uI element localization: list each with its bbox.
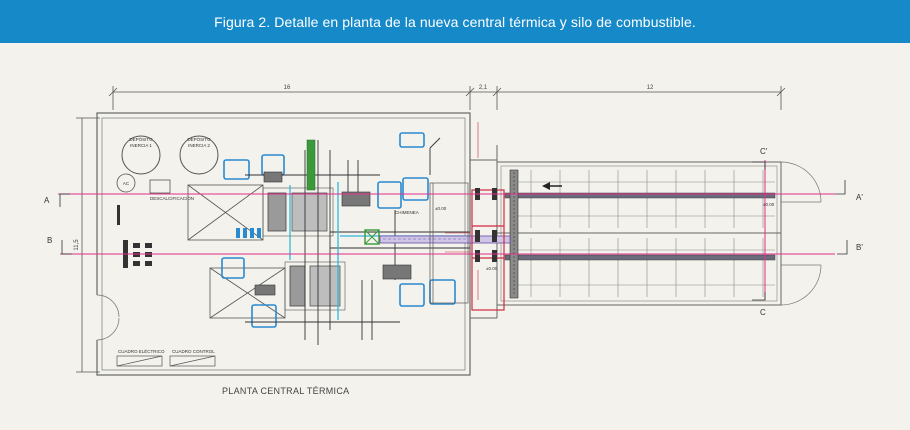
cuadro-control-label: CUADRO CONTROL: [172, 349, 215, 354]
level-right: ±0.00: [763, 202, 775, 207]
dim-label-2-1: 2,1: [479, 85, 488, 91]
level-left-upper: ±0.00: [435, 206, 447, 211]
section-mark-c-bottom: C: [760, 308, 766, 317]
chimney-structure: [429, 182, 469, 304]
section-mark-a-prime: A': [856, 193, 863, 202]
silo-right-doors: [780, 161, 822, 306]
deposito-2-label-line2: INERCIA 2: [188, 143, 210, 148]
dim-label-12: 12: [647, 85, 654, 91]
small-dim-markers: [445, 122, 479, 300]
deposito-inercia-2: [179, 135, 219, 175]
section-mark-b: B: [47, 236, 52, 245]
plant-building-outline: [96, 112, 471, 376]
ac-label: AC: [123, 181, 130, 186]
silo-compartments: [512, 170, 775, 297]
floor-plan-svg: 16 2,1 12 11,5: [44, 85, 863, 396]
boiler-lower: [209, 261, 346, 319]
chimenea-label: CHIMENEA: [395, 210, 419, 215]
cuadro-electrico-box: [116, 355, 163, 367]
ac-unit: [116, 173, 136, 193]
top-dimension-lines: [76, 86, 786, 373]
deposito-1-label-line1: DEPÓSITO: [129, 136, 153, 142]
plan-title: PLANTA CENTRAL TÉRMICA: [222, 386, 349, 396]
section-mark-b-prime: B': [856, 243, 863, 252]
descalcificador: [149, 179, 171, 194]
silo-flow-arrow: [542, 182, 562, 190]
level-left-lower: ±0.00: [486, 266, 498, 271]
pump-group-left: [117, 205, 152, 268]
cuadro-control-box: [169, 355, 216, 367]
electrical-panels: [116, 355, 216, 367]
descalcificacion-label: DESCALCIFICACIÓN: [150, 195, 194, 201]
blue-fittings: [236, 228, 261, 238]
green-flue: [306, 139, 380, 245]
silo-augers: [504, 169, 776, 299]
connection-flanges: [475, 188, 497, 262]
hydraulic-piping: [245, 137, 470, 345]
figure-caption-bar: Figura 2. Detalle en planta de la nueva …: [0, 0, 910, 43]
cuadro-electrico-label: CUADRO ELÉCTRICO: [118, 348, 165, 354]
floor-plan-drawing: 16 2,1 12 11,5: [0, 43, 910, 425]
burner-units: [254, 171, 412, 296]
deposito-2-label-line1: DEPÓSITO: [187, 136, 211, 142]
section-lines: [58, 160, 835, 300]
left-door: [95, 294, 120, 341]
dim-label-16: 16: [284, 85, 291, 91]
figure-caption: Figura 2. Detalle en planta de la nueva …: [214, 13, 696, 30]
section-mark-c-top: C': [760, 147, 768, 156]
section-mark-a: A: [44, 196, 50, 205]
deposito-1-label-line2: INERCIA 1: [130, 143, 152, 148]
section-line-ends: [59, 161, 848, 301]
deposito-inercia-1: [121, 135, 161, 175]
dim-label-11-5: 11,5: [74, 239, 80, 251]
screw-conveyor: [379, 235, 511, 244]
inertia-tanks: [121, 135, 219, 175]
